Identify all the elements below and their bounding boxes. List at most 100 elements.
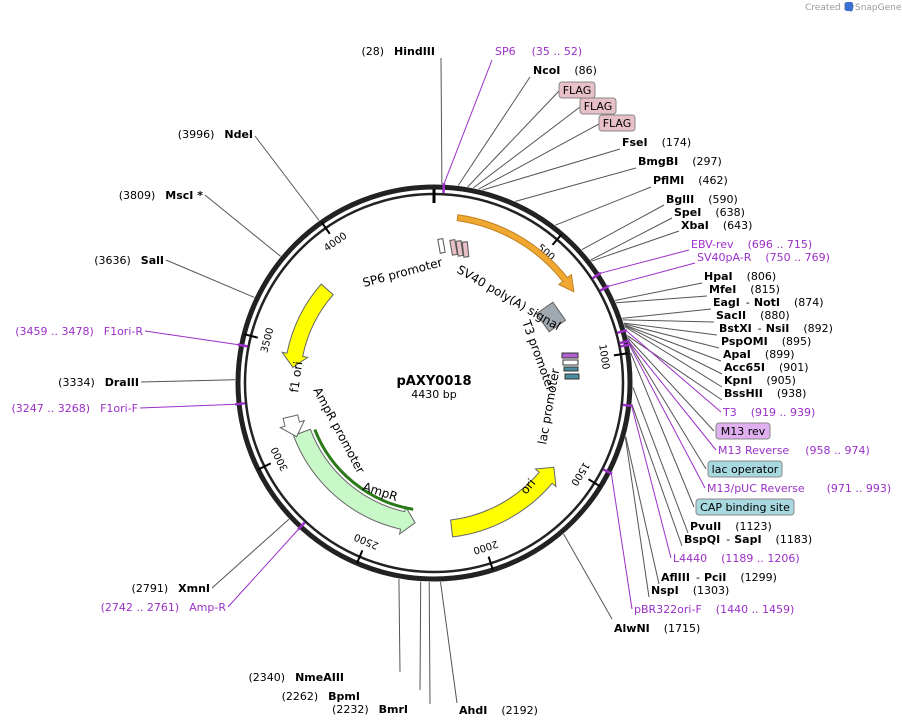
label-amp-r: (2742 .. 2761)Amp-R <box>101 601 227 614</box>
label-f1ori-f: (3247 .. 3268)F1ori-F <box>12 402 139 415</box>
leader-line <box>581 204 665 251</box>
label-ndei: (3996)NdeI <box>178 128 253 141</box>
primer-mark <box>297 521 306 531</box>
leader-line <box>627 335 723 401</box>
label-bglii: BglII(590) <box>666 193 738 206</box>
leader-line <box>591 230 680 262</box>
leader-line <box>622 319 715 323</box>
label-bspqi-sapi: BspQI-SapI(1183) <box>684 533 812 546</box>
label-msci: (3809)MscI * <box>119 189 204 202</box>
primer-mark <box>591 271 602 280</box>
label-bmri: (2232)BmrI <box>332 703 408 716</box>
svg-text:FLAG: FLAG <box>563 84 592 97</box>
primer-mark <box>237 343 248 348</box>
flag-box-2: FLAG <box>579 97 617 115</box>
label-kpni: KpnI(905) <box>724 374 796 387</box>
svg-text:CAP binding site: CAP binding site <box>700 501 790 514</box>
leader-line <box>478 123 600 190</box>
leader-line <box>140 379 236 383</box>
label-hpai: HpaI(806) <box>704 270 776 283</box>
feature-sv40-poly-a-signal <box>456 214 575 293</box>
m13-rev-box: M13 rev <box>715 422 771 440</box>
leader-line <box>482 148 621 191</box>
label-alwni: AlwNI(1715) <box>614 622 700 635</box>
primer-mark <box>602 468 613 475</box>
credit-brand: SnapGene <box>855 3 902 13</box>
leader-line <box>165 259 255 298</box>
leader-line <box>627 337 715 432</box>
svg-text:FLAG: FLAG <box>603 117 632 130</box>
label-nmeaiii: (2340)NmeAIII <box>249 671 345 684</box>
label-spei: SpeI(638) <box>674 206 745 219</box>
feature-ampr-promoter <box>279 414 306 438</box>
flag-box-1: FLAG <box>558 81 596 99</box>
label-sp6: SP6(35 .. 52) <box>495 45 582 58</box>
label-mfei: MfeI(815) <box>709 283 780 296</box>
label-pbr322ori-f: pBR322ori-F(1440 .. 1459) <box>634 603 794 616</box>
leader-line <box>419 581 422 691</box>
label-sacii: SacII(880) <box>716 309 790 322</box>
leader-line <box>624 437 650 598</box>
label-pvuii: PvuII(1123) <box>690 520 772 533</box>
lac-operator-box: lac operator <box>707 460 783 478</box>
leader-line <box>625 330 722 413</box>
tick-mark <box>613 352 628 357</box>
snapgene-logo-icon <box>845 2 853 11</box>
leader-line <box>563 533 613 620</box>
tick-mark <box>355 549 364 564</box>
leader-line <box>610 473 633 610</box>
label-draiii: (3334)DraIII <box>58 376 139 389</box>
leader-line <box>443 59 493 185</box>
sp6-promoter-label: SP6 promoter <box>361 255 444 290</box>
svg-text:M13 rev: M13 rev <box>721 425 766 438</box>
leader-line <box>144 330 239 346</box>
leader-line <box>628 344 706 489</box>
sv40-ori-block <box>535 301 567 333</box>
primer-mark <box>599 284 610 292</box>
leader-line <box>428 581 431 705</box>
label-eagi-noti: EagI-NotI(874) <box>713 296 824 309</box>
left-labels: (28)HindIII (3996)NdeI (3809)MscI * (363… <box>12 45 436 716</box>
leader-line <box>590 217 673 261</box>
label-ahdi: AhdI(2192) <box>459 704 538 717</box>
plasmid-name: pAXY0018 <box>397 374 472 389</box>
label-acc65i: Acc65I(901) <box>724 361 809 374</box>
cap-binding-site-box: CAP binding site <box>695 498 795 516</box>
leader-line <box>211 518 290 589</box>
leader-line <box>139 403 237 409</box>
leader-line <box>623 322 718 336</box>
f1-ori-label: f1 ori <box>287 360 305 393</box>
sp6-promoter-marks <box>437 238 470 258</box>
leader-line <box>615 282 703 301</box>
sv40-polya-label: SV40 poly(A) signal <box>455 262 563 333</box>
label-xmni: (2791)XmnI <box>132 582 210 595</box>
tick-mark <box>320 221 331 235</box>
credit-text: Created by <box>805 3 855 13</box>
tick-label: 3500 <box>259 327 276 354</box>
tick-label: 4000 <box>322 231 349 255</box>
label-bstxi-nsii: BstXI-NsiI(892) <box>719 322 833 335</box>
label-ebv-rev: EBV-rev(696 .. 715) <box>691 238 812 251</box>
tick-mark <box>587 478 601 488</box>
feature-ampr <box>292 428 416 536</box>
label-bpmi: (2262)BpmI <box>282 690 360 703</box>
plasmid-size: 4430 bp <box>411 388 456 401</box>
lac-promoter-label: lac promoter <box>535 367 562 445</box>
leader-lines <box>139 57 723 705</box>
leader-line <box>204 194 281 257</box>
tick-mark <box>243 333 258 339</box>
leader-line <box>457 76 531 186</box>
svg-text:FLAG: FLAG <box>584 100 613 113</box>
tick-label: 2000 <box>472 538 500 556</box>
leader-line <box>515 167 637 202</box>
leader-line <box>616 295 708 304</box>
label-apai: ApaI(899) <box>723 348 795 361</box>
lac-region-marks <box>561 352 580 380</box>
leader-line <box>607 262 696 287</box>
leader-line <box>599 249 690 274</box>
flag-box-3: FLAG <box>598 114 636 132</box>
tick-mark <box>551 233 563 246</box>
label-nspi: NspI(1303) <box>651 584 729 597</box>
leader-line <box>467 90 560 188</box>
tick-mark <box>257 462 272 471</box>
